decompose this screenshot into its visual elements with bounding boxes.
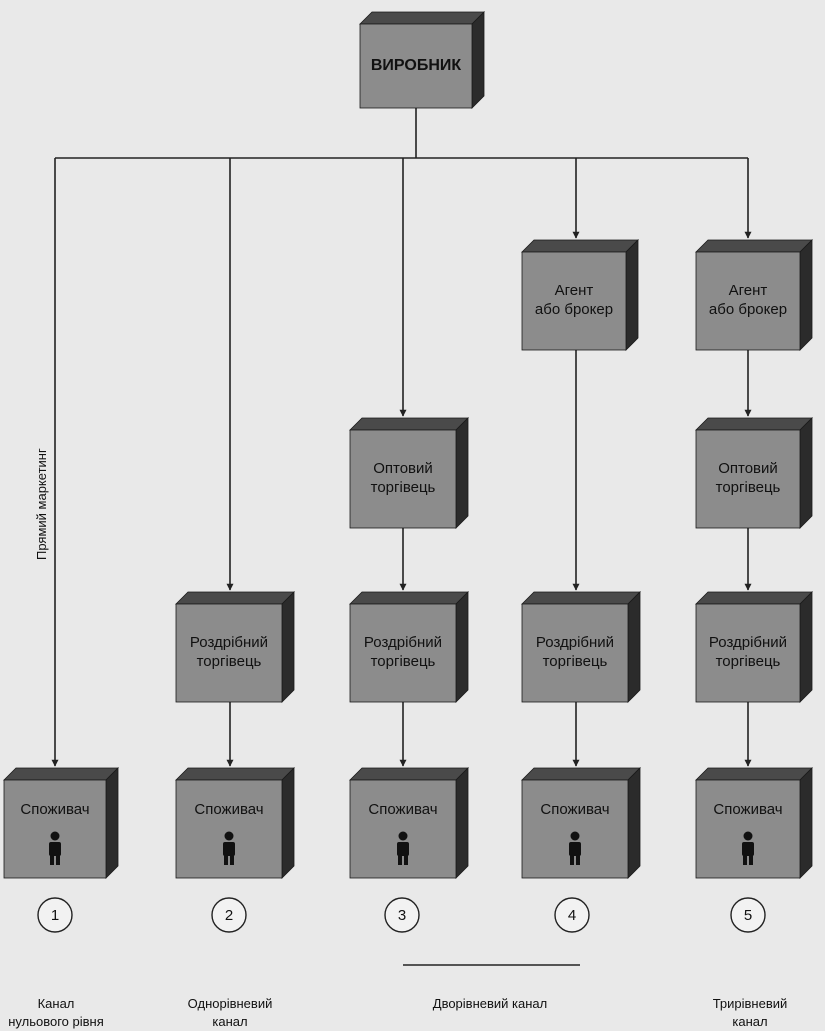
wholesaler-5-box (695, 429, 801, 529)
consumer-2-box (175, 779, 283, 879)
agent-5-box (695, 251, 801, 351)
consumer-1-box-top (3, 767, 119, 781)
consumer-1-label: Споживач (20, 800, 90, 818)
channel-label-one-level: Однорівневий канал (187, 996, 273, 1029)
retailer-2-box (175, 603, 283, 703)
agent-5-box-side (799, 239, 813, 351)
retailer-4-box-side (627, 591, 641, 703)
producer-box-top (359, 11, 485, 25)
consumer-5-box (695, 779, 801, 879)
consumer-4-label: Споживач (540, 800, 610, 818)
agent-4-label: Агент або брокер (534, 282, 614, 318)
retailer-5-box-top (695, 591, 813, 605)
wholesaler-5-label: Оптовий торгівець (715, 460, 781, 496)
consumer-4-box-side (627, 767, 641, 879)
person-icon (742, 831, 754, 865)
person-icon (49, 831, 61, 865)
consumer-2-label: Споживач (194, 800, 264, 818)
agent-5-box-top (695, 239, 813, 253)
channel-number-3: 3 (397, 906, 407, 924)
consumer-2-box-top (175, 767, 295, 781)
person-icon (397, 831, 409, 865)
producer-label: ВИРОБНИК (370, 57, 462, 74)
wholesaler-5-box-side (799, 417, 813, 529)
channel-label-three-level: Трирівневий канал (712, 996, 788, 1029)
retailer-5-box-side (799, 591, 813, 703)
retailer-4-label: Роздрібний торгівець (535, 634, 615, 670)
wholesaler-3-box (349, 429, 457, 529)
channel-number-circle (384, 897, 420, 933)
producer-box (359, 23, 473, 109)
retailer-2-label: Роздрібний торгівець (189, 634, 269, 670)
direct-marketing-label: Прямий маркетинг (34, 448, 49, 560)
wholesaler-3-box-top (349, 417, 469, 431)
person-icon (569, 831, 581, 865)
agent-4-box-top (521, 239, 639, 253)
retailer-3-box-top (349, 591, 469, 605)
consumer-5-label: Споживач (713, 800, 783, 818)
retailer-2-box-top (175, 591, 295, 605)
consumer-1-box-side (105, 767, 119, 879)
wholesaler-3-label: Оптовий торгівець (370, 460, 436, 496)
channel-number-circle (211, 897, 247, 933)
channel-number-1: 1 (50, 906, 60, 924)
agent-5-label: Агент або брокер (708, 282, 788, 318)
consumer-3-label: Споживач (368, 800, 438, 818)
agent-4-box (521, 251, 627, 351)
channel-number-circle (37, 897, 73, 933)
person-icon (223, 831, 235, 865)
consumer-3-box-side (455, 767, 469, 879)
consumer-5-box-top (695, 767, 813, 781)
channel-label-zero-level: Канал нульового рівня (8, 996, 104, 1029)
retailer-4-box (521, 603, 629, 703)
consumer-3-box-top (349, 767, 469, 781)
retailer-3-box-side (455, 591, 469, 703)
channel-number-circle (554, 897, 590, 933)
retailer-3-box (349, 603, 457, 703)
retailer-2-box-side (281, 591, 295, 703)
channel-number-2: 2 (224, 906, 234, 924)
retailer-3-label: Роздрібний торгівець (363, 634, 443, 670)
consumer-4-box-top (521, 767, 641, 781)
consumer-5-box-side (799, 767, 813, 879)
producer-box-side (471, 11, 485, 109)
channel-number-circle (730, 897, 766, 933)
consumer-3-box (349, 779, 457, 879)
consumer-1-box (3, 779, 107, 879)
channel-label-two-level: Дворівневий канал (432, 996, 548, 1011)
consumer-2-box-side (281, 767, 295, 879)
channel-number-4: 4 (567, 906, 577, 924)
retailer-5-label: Роздрібний торгівець (708, 634, 788, 670)
retailer-4-box-top (521, 591, 641, 605)
consumer-4-box (521, 779, 629, 879)
wholesaler-5-box-top (695, 417, 813, 431)
channel-number-5: 5 (743, 906, 753, 924)
agent-4-box-side (625, 239, 639, 351)
retailer-5-box (695, 603, 801, 703)
wholesaler-3-box-side (455, 417, 469, 529)
